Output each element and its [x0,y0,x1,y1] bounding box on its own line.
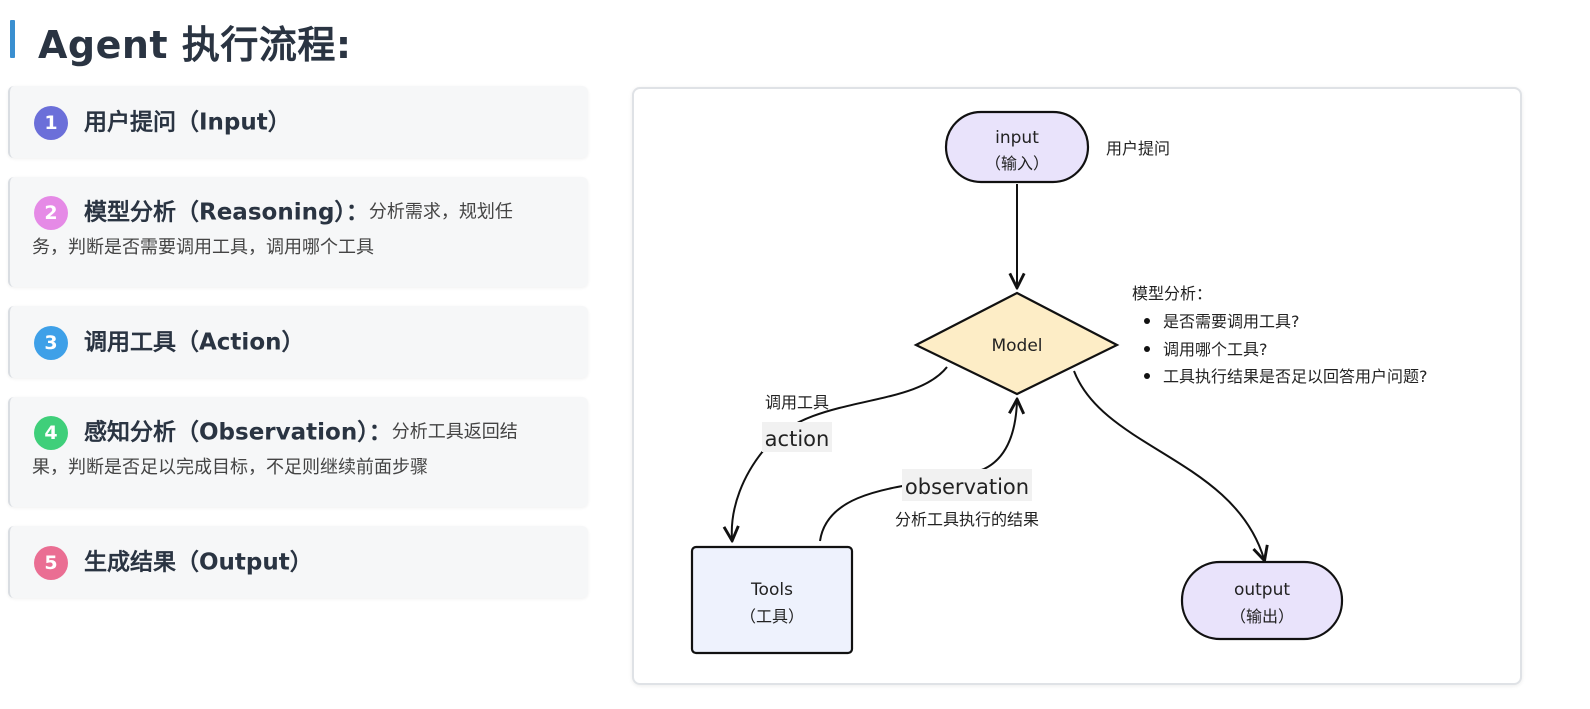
flow-diagram: input （输入） 用户提问 Model 模型分析： 是否需要调用工具? 调用… [690,110,1428,655]
model-note-title: 模型分析： [1132,284,1212,303]
step-number-badge: 2 [34,195,68,230]
model-note-item: 是否需要调用工具? [1163,312,1300,331]
step-heading: 生成结果（Output） [84,549,313,576]
step-heading: 用户提问（Input） [84,109,291,136]
step-input: 1 用户提问（Input） [8,86,588,158]
step-number-badge: 4 [34,415,68,450]
action-label-bg [762,422,832,452]
step-heading: 调用工具（Action） [84,329,305,356]
output-node [1180,560,1344,641]
model-note-item: 调用哪个工具? [1163,340,1268,359]
step-number-badge: 3 [34,325,68,360]
tools-node-sublabel: （工具） [740,607,804,626]
step-observation: 4 感知分析（Observation）：分析工具返回结 果，判断是否足以完成目标，… [8,397,588,507]
tools-node [690,545,854,655]
title-accent-bar [10,20,15,58]
flow-diagram-panel: input （输入） 用户提问 Model 模型分析： 是否需要调用工具? 调用… [632,87,1522,685]
output-node-sublabel: （输出） [1230,607,1294,626]
step-heading: 模型分析（Reasoning）： [84,199,369,226]
arrow-model-to-output [1073,370,1264,559]
step-reasoning: 2 模型分析（Reasoning）：分析需求，规划任 务，判断是否需要调用工具，调… [8,177,588,287]
step-description: 分析工具返回结 [391,421,518,443]
input-node [944,110,1090,184]
action-label-en: action [765,427,830,451]
observation-label-bg [902,469,1032,501]
bullet-icon [1144,373,1150,379]
step-description: 分析需求，规划任 [368,201,513,223]
step-number-badge: 5 [34,545,68,580]
input-note: 用户提问 [1106,139,1170,158]
step-number-badge: 1 [34,105,68,140]
step-description-continued: 务，判断是否需要调用工具，调用哪个工具 [32,236,374,258]
tools-node-label: Tools [750,580,793,600]
bullet-icon [1144,346,1150,352]
model-node-label: Model [991,336,1042,356]
step-description-continued: 果，判断是否足以完成目标，不足则继续前面步骤 [32,456,428,478]
bullet-icon [1144,318,1150,324]
output-node-label: output [1234,580,1290,600]
step-output: 5 生成结果（Output） [8,526,588,598]
observation-label-cn: 分析工具执行的结果 [895,510,1039,529]
step-action: 3 调用工具（Action） [8,306,588,378]
input-node-label: input [995,128,1039,148]
step-heading: 感知分析（Observation）： [84,419,392,446]
model-note-item: 工具执行结果是否足以回答用户问题? [1163,367,1428,386]
observation-label-en: observation [905,475,1029,499]
action-label-cn: 调用工具 [765,393,829,412]
input-node-sublabel: （输入） [985,154,1049,173]
page-title: Agent 执行流程: [38,23,352,67]
model-node [913,291,1120,396]
